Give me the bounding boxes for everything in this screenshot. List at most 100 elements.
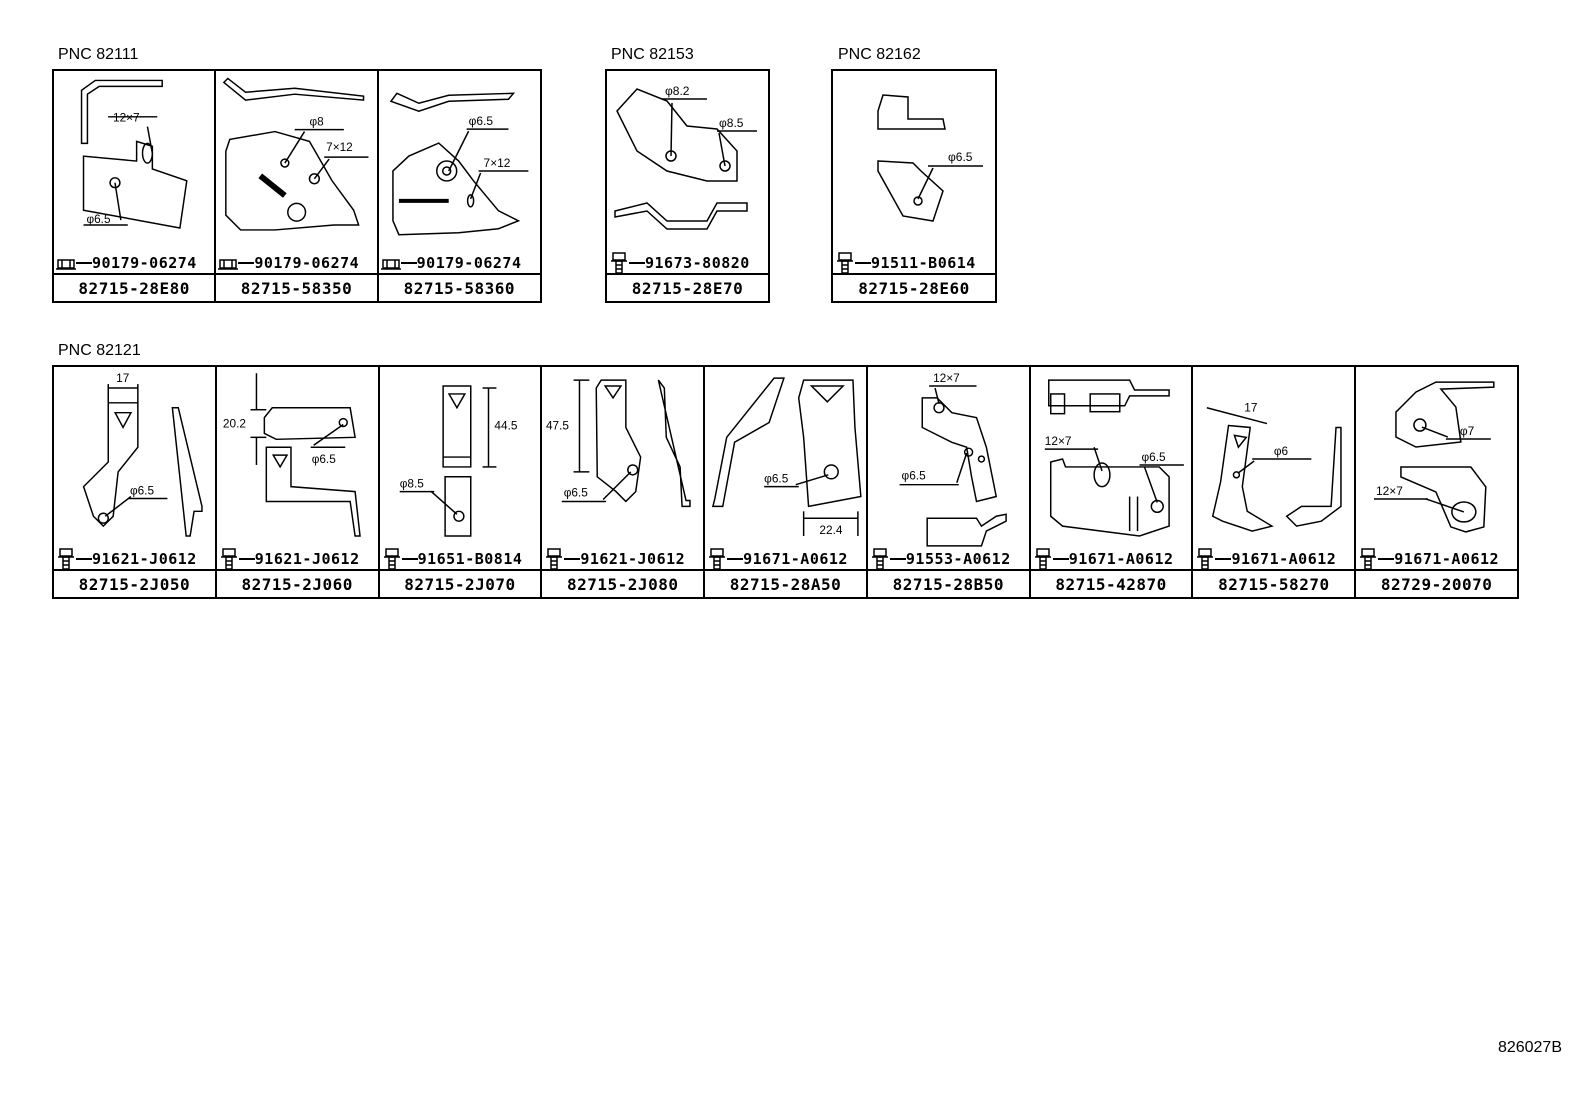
dimension-label: φ6.5 (311, 452, 336, 466)
dimension-label: φ6.5 (468, 114, 493, 128)
dimension-label: φ6.5 (901, 469, 926, 483)
part-cell[interactable]: φ6.5 22.4 91671-A0612 82715-28A50 (705, 367, 868, 597)
fastener-row: 91671-A0612 (1356, 547, 1517, 571)
fastener-row: 91511-B0614 (833, 251, 995, 275)
dimension-label: φ6 (1274, 444, 1289, 458)
dimension-label: φ6.5 (130, 484, 155, 498)
fastener-part-number: 91553-A0612 (905, 550, 1011, 568)
bracket-drawing: φ7 12×7 (1356, 367, 1517, 557)
fastener-row: 91671-A0612 (1193, 547, 1354, 571)
leader-line (238, 558, 255, 560)
dimension-label: 17 (1245, 401, 1258, 415)
dimension-label: φ6.5 (86, 212, 110, 226)
fastener-part-number: 91673-80820 (645, 254, 750, 272)
fastener-part-number: 91671-A0612 (1394, 550, 1500, 568)
nut-icon (56, 259, 76, 270)
leader-line (1378, 558, 1395, 560)
fastener-row: 91673-80820 (607, 251, 768, 275)
leader-line (76, 262, 92, 264)
fastener-part-number: 91671-A0612 (1231, 550, 1337, 568)
nut-icon (380, 259, 401, 270)
dimension-label: φ8 (310, 115, 325, 129)
dimension-label: φ8.5 (399, 477, 424, 491)
dimension-label: φ6.5 (764, 472, 789, 486)
bolt-icon (1034, 548, 1051, 570)
part-cell[interactable]: φ8.2 φ8.5 91673-80820 82715-28E70 (607, 71, 768, 301)
fastener-part-number: 91621-J0612 (580, 550, 686, 568)
dimension-label: 17 (116, 371, 129, 385)
dimension-label: 44.5 (494, 418, 517, 432)
leader-line (855, 262, 871, 264)
part-cell[interactable]: 17 φ6.5 91621-J0612 82715-2J050 (54, 367, 217, 597)
bracket-drawing: 12×7 φ6.5 (868, 367, 1029, 557)
dimension-label: 7×12 (483, 156, 510, 170)
fastener-part-number: 90179-06274 (254, 254, 360, 272)
dimension-label: 12×7 (933, 371, 960, 385)
bolt-icon (837, 252, 853, 274)
bracket-drawing: 20.2 φ6.5 (217, 367, 378, 557)
parts-group-82153: φ8.2 φ8.5 91673-80820 82715-28E70 (605, 69, 770, 303)
leader-line (1052, 558, 1069, 560)
pnc-label: PNC 82162 (838, 46, 921, 63)
bolt-icon (383, 548, 400, 570)
part-number: 82715-28E80 (54, 273, 215, 301)
fastener-row: 90179-06274 (216, 251, 376, 275)
bracket-drawing: 12×7 φ6.5 (54, 71, 214, 261)
part-number: 82715-42870 (1030, 569, 1192, 597)
bolt-icon (546, 548, 563, 570)
pnc-label: PNC 82111 (58, 46, 139, 63)
part-cell[interactable]: 17 φ6 91671-A0612 82715-58270 (1193, 367, 1357, 597)
leader-line (564, 558, 581, 560)
fastener-row: 90179-06274 (379, 251, 540, 275)
dimension-label: 47.5 (546, 418, 569, 432)
fastener-row: 91553-A0612 (868, 547, 1029, 571)
fastener-row: 91621-J0612 (54, 547, 215, 571)
part-cell[interactable]: 20.2 φ6.5 91621-J0612 82715-2J060 (216, 367, 380, 597)
dimension-label: 7×12 (326, 140, 353, 154)
part-cell[interactable]: 12×7 φ6.5 91671-A0612 82715-42870 (1030, 367, 1194, 597)
part-cell[interactable]: 12×7 φ6.5 90179-06274 82715-28E80 (54, 71, 217, 301)
fastener-row: 91671-A0612 (1031, 547, 1192, 571)
part-number: 82715-2J050 (54, 569, 215, 597)
part-number: 82715-58270 (1193, 569, 1355, 597)
part-cell[interactable]: φ6.5 91511-B0614 82715-28E60 (833, 71, 995, 301)
leader-line (889, 558, 906, 560)
part-number: 82715-2J080 (542, 569, 704, 597)
leader-line (1215, 558, 1232, 560)
bolt-icon (709, 548, 726, 570)
nut-icon (218, 259, 239, 270)
pnc-label: PNC 82153 (611, 46, 694, 63)
parts-group-82162: φ6.5 91511-B0614 82715-28E60 (831, 69, 997, 303)
bracket-drawing: 12×7 φ6.5 (1031, 367, 1192, 557)
diagram-code: 826027B (1497, 1039, 1562, 1056)
fastener-row: 91621-J0612 (217, 547, 378, 571)
fastener-row: 91651-B0814 (380, 547, 541, 571)
leader-line (727, 558, 744, 560)
dimension-label: φ6.5 (1141, 450, 1166, 464)
part-cell[interactable]: φ7 12×7 91671-A0612 82729-20070 (1356, 367, 1518, 597)
dimension-label: 22.4 (820, 523, 843, 537)
bolt-icon (1360, 548, 1377, 570)
bracket-drawing: 17 φ6.5 (54, 367, 215, 557)
fastener-part-number: 91511-B0614 (871, 254, 976, 272)
part-cell[interactable]: 47.5 φ6.5 91621-J0612 82715-2J080 (542, 367, 706, 597)
part-number: 82715-2J070 (379, 569, 541, 597)
part-cell[interactable]: 12×7 φ6.5 91553-A0612 82715-28B50 (867, 367, 1031, 597)
part-cell[interactable]: φ6.5 7×12 90179-06274 82715-58360 (378, 71, 540, 301)
fastener-part-number: 90179-06274 (92, 254, 197, 272)
bolt-icon (871, 548, 888, 570)
bolt-icon (1197, 548, 1214, 570)
dimension-label: 12×7 (1376, 484, 1403, 498)
part-number: 82715-28B50 (867, 569, 1029, 597)
fastener-part-number: 91651-B0814 (417, 550, 523, 568)
dimension-label: φ6.5 (564, 486, 589, 500)
part-cell[interactable]: 44.5 φ8.5 91651-B0814 82715-2J070 (379, 367, 543, 597)
leader-line (400, 262, 417, 264)
fastener-part-number: 91671-A0612 (1068, 550, 1174, 568)
part-number: 82715-28E60 (833, 273, 995, 301)
bolt-icon (220, 548, 237, 570)
fastener-part-number: 90179-06274 (416, 254, 522, 272)
leader-line (238, 262, 255, 264)
part-cell[interactable]: φ8 7×12 90179-06274 82715-58350 (216, 71, 379, 301)
leader-line (401, 558, 418, 560)
